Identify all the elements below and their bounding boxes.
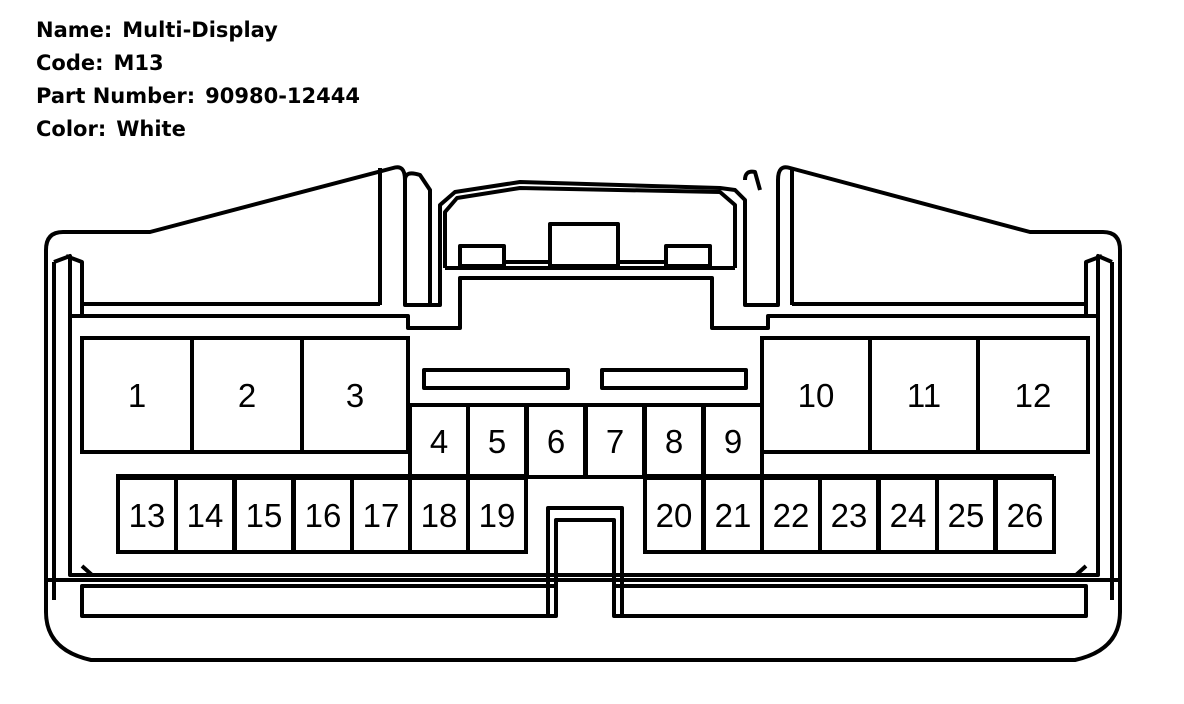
pin-cavity-8 (643, 403, 705, 479)
pin-label-7: 7 (606, 423, 624, 460)
pin-label-20: 20 (656, 497, 693, 534)
code-row: Code: M13 (36, 47, 360, 80)
pin-label-18: 18 (421, 497, 458, 534)
latch-button (548, 222, 620, 268)
pin-cavity-6 (525, 403, 587, 479)
right-rail-inner (1084, 254, 1103, 316)
code-value: M13 (113, 51, 164, 75)
left-rail (52, 254, 72, 600)
part-number-row: Part Number: 90980-12444 (36, 80, 360, 113)
pin-cavities (80, 336, 1090, 554)
pin-cavity-1 (80, 336, 194, 454)
row-step-left (80, 564, 94, 577)
code-label: Code: (36, 51, 104, 75)
pin-label-6: 6 (547, 423, 565, 460)
left-ear-lip (403, 171, 432, 305)
bottom-plate-right (612, 584, 1088, 618)
left-rail-inner (65, 254, 84, 316)
color-value: White (116, 117, 186, 141)
housing-outline (44, 165, 1122, 662)
pin-label-2: 2 (238, 377, 256, 414)
name-row: Name: Multi-Display (36, 14, 360, 47)
pin-cavity-7 (584, 403, 646, 479)
name-value: Multi-Display (122, 18, 278, 42)
pin-cavity-2 (190, 336, 304, 454)
part-number-label: Part Number: (36, 84, 196, 108)
right-rail (1096, 254, 1114, 600)
color-label: Color: (36, 117, 107, 141)
pin-label-1: 1 (128, 377, 146, 414)
connector-housing (44, 165, 1122, 662)
pin-cavity-12 (976, 336, 1090, 454)
inner-body (68, 276, 1100, 577)
color-row: Color: White (36, 113, 360, 146)
pin-label-17: 17 (363, 497, 400, 534)
key-notch (546, 506, 624, 616)
pin-label-12: 12 (1015, 377, 1052, 414)
pin-label-4: 4 (430, 423, 448, 460)
pin-label-13: 13 (129, 497, 166, 534)
latch-tab-right (664, 244, 712, 268)
pin-cavity-16 (292, 476, 354, 554)
pin-label-24: 24 (890, 497, 927, 534)
pin-cavity-24 (877, 476, 939, 554)
pin-label-3: 3 (346, 377, 364, 414)
slot-left (422, 368, 570, 390)
pin-label-8: 8 (665, 423, 683, 460)
slot-right (600, 368, 748, 390)
pin-label-10: 10 (798, 377, 835, 414)
pin-label-21: 21 (715, 497, 752, 534)
right-ear-lip (743, 169, 762, 191)
name-label: Name: (36, 18, 113, 42)
pin-label-9: 9 (724, 423, 742, 460)
pin-cavity-3 (300, 336, 410, 454)
pin-cavity-9 (702, 403, 764, 479)
latch-tab-left (458, 244, 506, 268)
latch-housing (443, 186, 737, 268)
pin-label-16: 16 (305, 497, 342, 534)
key-notch-inner (554, 518, 616, 616)
part-number-value: 90980-12444 (205, 84, 360, 108)
pin-label-19: 19 (479, 497, 516, 534)
pin-label-22: 22 (773, 497, 810, 534)
pin-label-5: 5 (488, 423, 506, 460)
row-step-right (1074, 564, 1088, 577)
pin-cavity-11 (868, 336, 980, 454)
pin-label-14: 14 (187, 497, 224, 534)
connector-info: Name: Multi-Display Code: M13 Part Number:… (36, 14, 360, 146)
pin-label-15: 15 (246, 497, 283, 534)
pin-cavity-13 (116, 476, 178, 554)
bottom-plate-left (80, 584, 558, 618)
pin-cavity-26 (994, 476, 1056, 554)
pin-label-11: 11 (907, 377, 941, 414)
pin-label-26: 26 (1007, 497, 1044, 534)
pin-label-25: 25 (948, 497, 985, 534)
pin-label-23: 23 (831, 497, 868, 534)
